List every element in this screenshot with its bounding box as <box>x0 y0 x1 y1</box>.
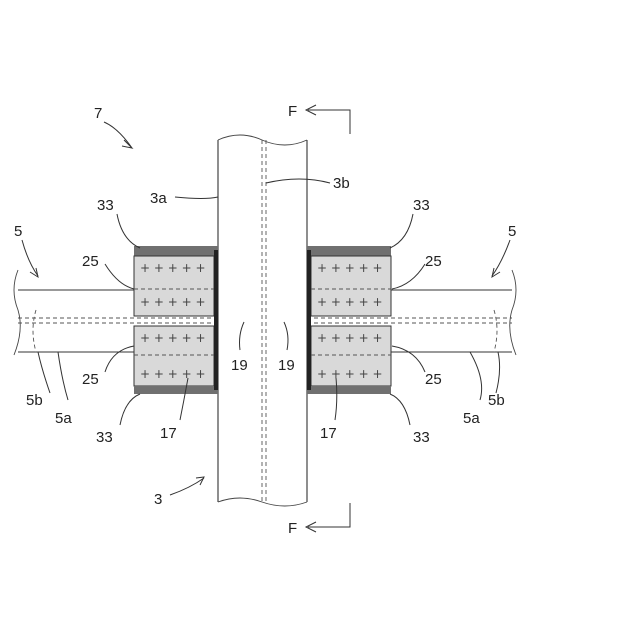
label-section-bottom: F <box>288 520 297 537</box>
leader-25-right-lower <box>392 346 425 372</box>
label-ring-left-upper: 25 <box>82 253 99 270</box>
label-assembly: 7 <box>94 105 102 122</box>
leader-5-left <box>22 240 38 276</box>
plus-row: + + + + + <box>140 261 206 275</box>
leader-5b-right <box>496 352 500 393</box>
label-pipe-right: 5 <box>508 223 516 240</box>
label-block-right: 17 <box>320 425 337 442</box>
leader-5-right <box>492 240 510 276</box>
plus-row: + + + + + <box>317 331 383 345</box>
plus-row: + + + + + <box>140 367 206 381</box>
label-pipe-inner-left: 5b <box>26 392 43 409</box>
label-pipe-left: 5 <box>14 223 22 240</box>
plus-row: + + + + + <box>317 367 383 381</box>
label-cover-left-bottom: 33 <box>96 429 113 446</box>
leader-5a-left <box>58 352 68 400</box>
leader-19-left <box>240 322 245 350</box>
leader-3 <box>170 478 204 495</box>
label-pipe-inner-right: 5b <box>488 392 505 409</box>
leader-3a <box>175 197 218 199</box>
label-block-left: 17 <box>160 425 177 442</box>
label-tube-outer: 3a <box>150 190 167 207</box>
plus-row: + + + + + <box>317 295 383 309</box>
label-cover-right-top: 33 <box>413 197 430 214</box>
label-pipe-outer-left: 5a <box>55 410 72 427</box>
label-ring-right-lower: 25 <box>425 371 442 388</box>
label-ring-left-lower: 25 <box>82 371 99 388</box>
label-gap-right: 19 <box>278 357 295 374</box>
leader-19-right <box>284 322 288 350</box>
leader-25-left-lower <box>105 346 134 372</box>
label-tube-inner: 3b <box>333 175 350 192</box>
label-section-top: F <box>288 103 297 120</box>
label-pipe-outer-right: 5a <box>463 410 480 427</box>
leader-3b <box>266 179 330 183</box>
plus-row: + + + + + <box>317 261 383 275</box>
leader-25-left-upper <box>105 264 134 289</box>
label-tube: 3 <box>154 491 162 508</box>
vertical-tube <box>218 135 307 506</box>
plus-row: + + + + + <box>140 331 206 345</box>
leader-33-right-top <box>390 214 413 248</box>
label-cover-right-bottom: 33 <box>413 429 430 446</box>
leader-25-right-upper <box>392 264 425 289</box>
leader-33-left-top <box>117 214 140 248</box>
section-arrow-top <box>306 105 350 134</box>
plus-row: + + + + + <box>140 295 206 309</box>
leader-33-left-bottom <box>120 394 140 425</box>
label-cover-left-top: 33 <box>97 197 114 214</box>
leader-33-right-bottom <box>390 394 410 425</box>
label-ring-right-upper: 25 <box>425 253 442 270</box>
leader-5a-right <box>470 352 482 400</box>
section-arrow-bottom <box>306 503 350 532</box>
leader-5b-left <box>38 352 50 393</box>
label-gap-left: 19 <box>231 357 248 374</box>
